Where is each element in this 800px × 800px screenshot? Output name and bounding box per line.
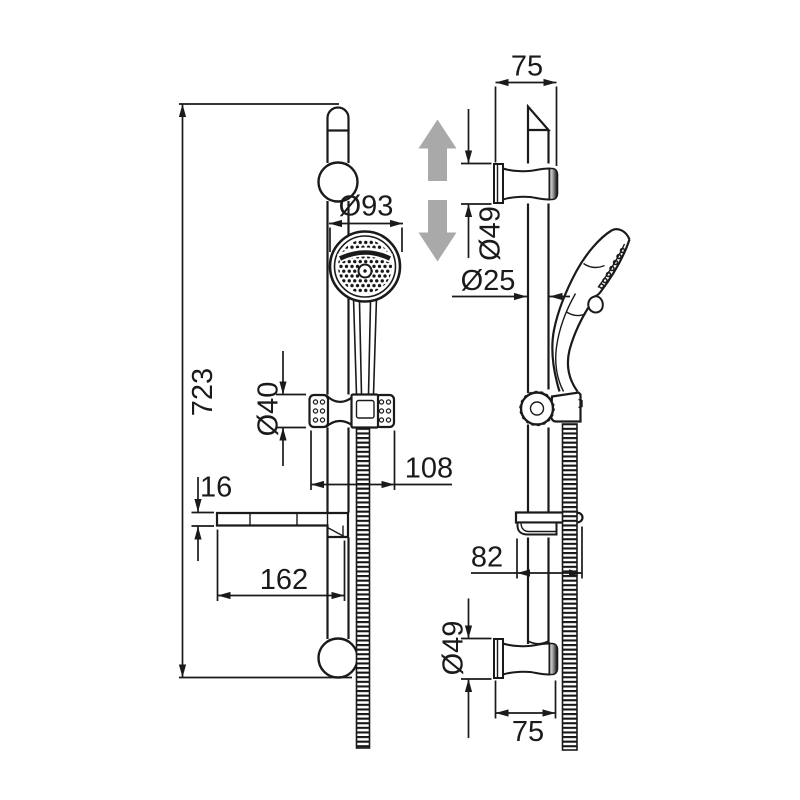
side-view bbox=[493, 103, 631, 751]
dim-label-head-diameter: Ø93 bbox=[339, 191, 394, 223]
holder-side-icon bbox=[519, 390, 583, 427]
dim-bracket-depth-bottom: 75 bbox=[494, 680, 557, 748]
dim-holder-diameter: Ø40 bbox=[253, 351, 306, 466]
dim-head-diameter: Ø93 bbox=[329, 191, 403, 252]
dim-shelf-thickness: 16 bbox=[191, 472, 232, 561]
nozzle-dots-icon bbox=[598, 247, 626, 289]
wall-mount-bottom-icon bbox=[317, 637, 359, 679]
dim-bracket-depth-top: 75 bbox=[494, 51, 558, 166]
rail-side-icon bbox=[526, 103, 551, 645]
dim-holder-width: 108 bbox=[310, 430, 453, 490]
wall-bracket-bottom-icon bbox=[493, 638, 559, 679]
wall-mount-top-icon bbox=[317, 161, 359, 203]
wall-bracket-top-icon bbox=[493, 163, 559, 204]
dim-label-bracket-depth-bottom: 75 bbox=[512, 716, 544, 748]
soap-dish-front-icon bbox=[215, 511, 350, 539]
dim-label-total-height: 723 bbox=[187, 368, 219, 416]
hose-front-icon bbox=[355, 427, 371, 749]
dim-label-bracket-depth-top: 75 bbox=[511, 51, 543, 83]
dim-total-height: 723 bbox=[178, 103, 352, 679]
dim-shelf-width: 162 bbox=[216, 529, 346, 601]
dim-shelf-depth: 82 bbox=[471, 526, 583, 579]
slide-indicator bbox=[418, 119, 457, 262]
dim-label-shelf-depth: 82 bbox=[471, 542, 503, 574]
slide-up-arrow-icon bbox=[418, 119, 457, 181]
hose-side-icon bbox=[561, 423, 578, 751]
dim-label-holder-width: 108 bbox=[405, 453, 453, 485]
hand-shower-front-icon bbox=[328, 230, 402, 395]
holder-front-icon bbox=[308, 393, 396, 429]
hand-shower-side-icon bbox=[551, 228, 631, 393]
dim-label-rail-diameter: Ø25 bbox=[461, 265, 516, 297]
dim-label-bracket-diameter-top: Ø49 bbox=[475, 206, 507, 261]
slide-down-arrow-icon bbox=[418, 200, 457, 262]
dim-label-shelf-width: 162 bbox=[260, 564, 308, 596]
dim-bracket-diameter-bottom: Ø49 bbox=[438, 598, 492, 738]
dim-label-shelf-thickness: 16 bbox=[200, 472, 232, 504]
dim-bracket-diameter-top: Ø49 bbox=[461, 109, 507, 261]
dim-rail-diameter: Ø25 bbox=[452, 265, 570, 301]
dim-label-bracket-diameter-bottom: Ø49 bbox=[438, 621, 470, 676]
dim-label-holder-diameter: Ø40 bbox=[253, 382, 285, 437]
